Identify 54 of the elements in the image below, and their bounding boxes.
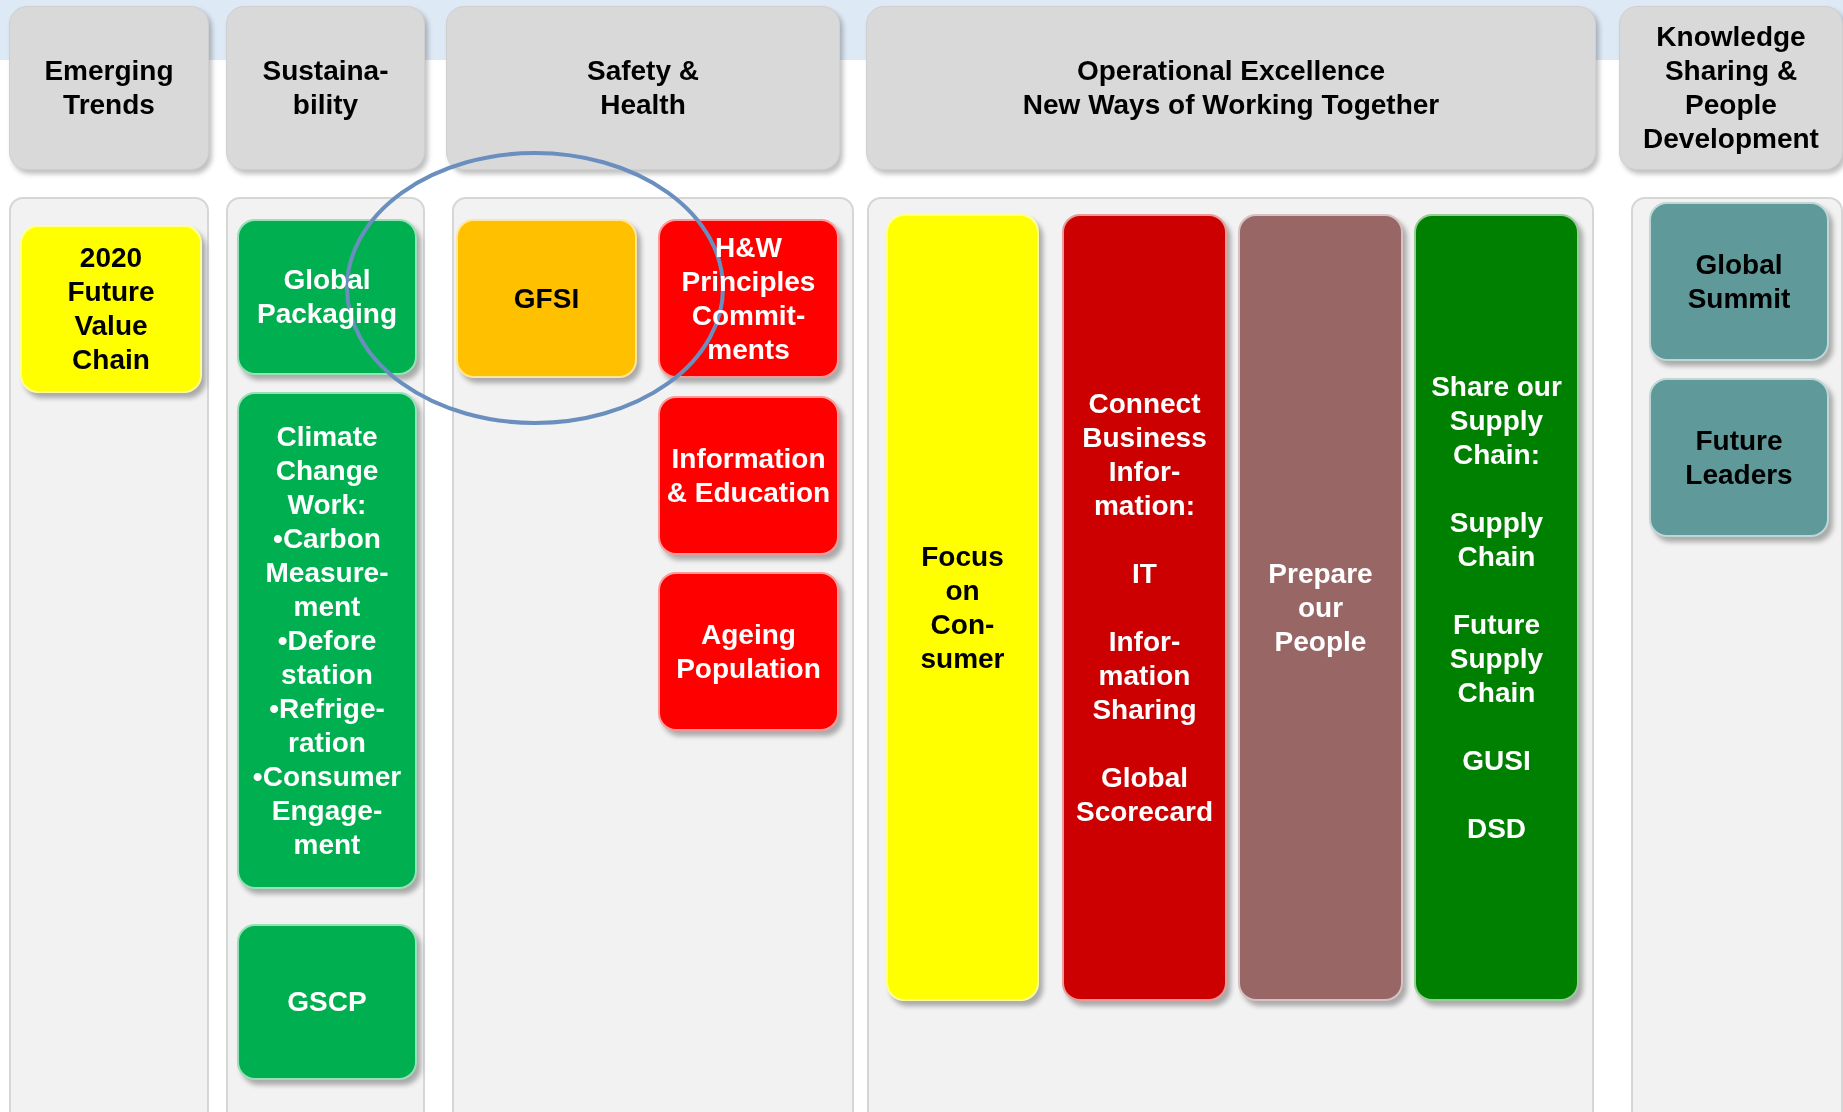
column-panel [867,197,1594,1112]
column-title: New Ways of Working Together [1022,88,1440,122]
topic-box [886,214,1039,1001]
topic-box [20,225,202,393]
topic-text: Infor- mation Sharing [1091,624,1198,727]
topic-text: •Consumer Engage- ment [251,759,403,862]
column-panel [226,197,425,1112]
topic-text: Focus on Con- sumer [919,539,1006,676]
topic-text: •Refrige- ration [268,691,386,760]
topic-box [237,924,417,1080]
topic-box [456,219,637,378]
column-header [226,6,425,170]
topic-text: 2020 Future Value Chain [66,241,156,377]
topic-text: GSCP [287,985,367,1019]
topic-text: Information & Education [666,441,831,510]
column-title: Safety & Health [585,54,700,122]
topic-text: DSD [1466,811,1527,846]
column-panel [452,197,854,1112]
topic-text: Connect Business Infor- mation: [1081,386,1208,523]
column-header [9,6,209,170]
topic-box [237,392,417,889]
topic-text: Global Packaging [255,263,399,331]
topic-box [658,396,839,555]
topic-text: Global Summit [1686,247,1792,316]
topic-text: Prepare our People [1267,556,1374,659]
column-header [866,6,1596,170]
topic-box [1649,378,1829,537]
column-title: Sustaina- bility [261,54,390,122]
topic-text: Global Scorecard [1075,760,1214,829]
topic-text: Future Leaders [1684,423,1794,492]
column-header [1619,6,1843,170]
column-title: Operational Excellence [1076,54,1386,88]
topic-box [1238,214,1403,1001]
topic-box [237,219,417,375]
topic-text: •Defore station [276,623,378,692]
topic-text: GUSI [1462,743,1531,778]
topic-box [658,572,839,731]
topic-box [1062,214,1227,1001]
column-panel [1631,197,1843,1112]
topic-box [1649,202,1829,361]
topic-text: GFSI [513,281,580,316]
topic-text: Share our Supply Chain: [1430,369,1563,472]
column-title: Emerging Trends [43,54,175,122]
topic-box [658,219,839,378]
topic-text: Supply Chain [1448,505,1545,574]
topic-text: •Carbon Measure- ment [264,521,390,624]
topic-text: IT [1132,556,1157,591]
topic-text: Ageing Population [675,617,822,686]
column-title: Knowledge Sharing & People Development [1642,20,1820,156]
column-panel [9,197,209,1112]
topic-box [1414,214,1579,1001]
topic-text: Future Supply Chain [1448,607,1545,710]
column-header [446,6,840,170]
topic-text: Climate Change Work: [274,419,380,522]
